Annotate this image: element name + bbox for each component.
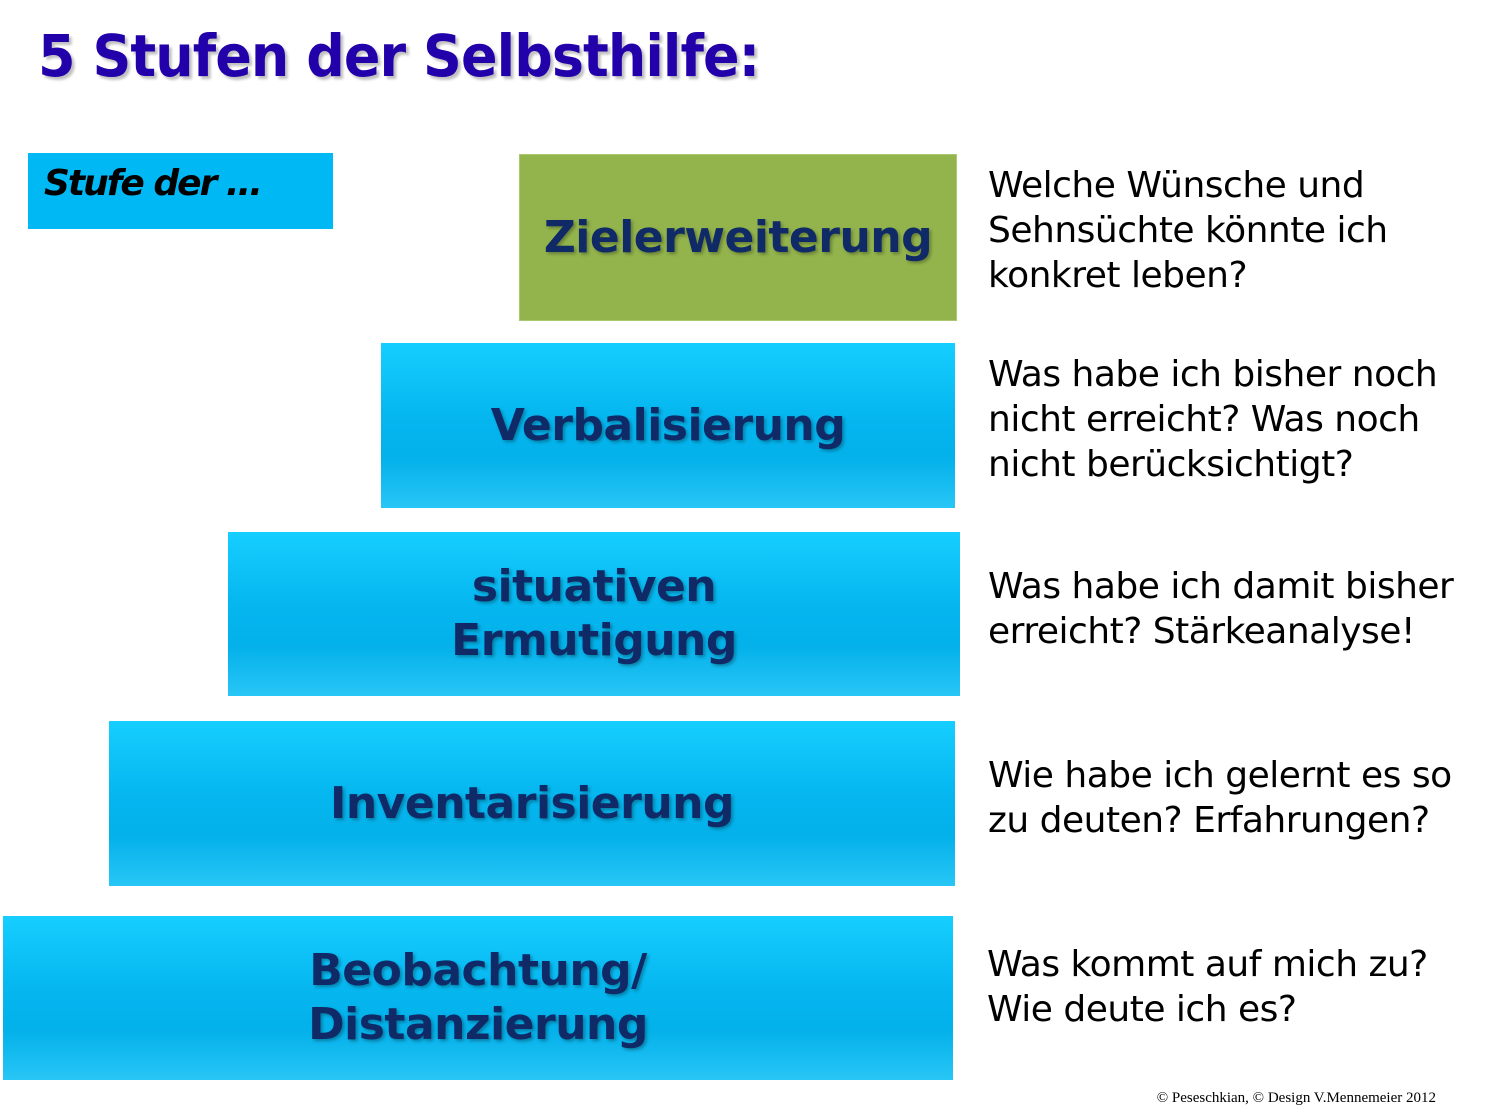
question-beobachtung: Was kommt auf mich zu? Wie deute ich es? bbox=[987, 944, 1428, 1030]
step-situative-ermutigung: situativen Ermutigung bbox=[228, 532, 960, 696]
step-label: Beobachtung/ Distanzierung bbox=[308, 945, 648, 1050]
stufe-label-box: Stufe der ... bbox=[28, 153, 333, 229]
question-inventarisierung: Wie habe ich gelernt es so zu deuten? Er… bbox=[988, 755, 1452, 841]
step-beobachtung: Beobachtung/ Distanzierung bbox=[3, 916, 953, 1080]
step-verbalisierung: Verbalisierung bbox=[381, 343, 955, 508]
step-label: Inventarisierung bbox=[329, 777, 735, 829]
copyright: © Peseschkian, © Design V.Mennemeier 201… bbox=[1156, 1090, 1436, 1106]
step-label: Verbalisierung bbox=[490, 399, 846, 451]
step-label: Zielerweiterung bbox=[543, 211, 933, 263]
slide-title: 5 Stufen der Selbsthilfe: bbox=[38, 22, 760, 90]
step-label: situativen Ermutigung bbox=[451, 561, 737, 666]
stufe-label: Stufe der ... bbox=[44, 163, 263, 204]
question-verbalisierung: Was habe ich bisher noch nicht erreicht?… bbox=[988, 354, 1438, 485]
question-situative-ermutigung: Was habe ich damit bisher erreicht? Stär… bbox=[988, 566, 1454, 652]
step-inventarisierung: Inventarisierung bbox=[109, 721, 955, 886]
step-zielerweiterung: Zielerweiterung bbox=[519, 154, 957, 321]
question-zielerweiterung: Welche Wünsche und Sehnsüchte könnte ich… bbox=[988, 165, 1388, 296]
